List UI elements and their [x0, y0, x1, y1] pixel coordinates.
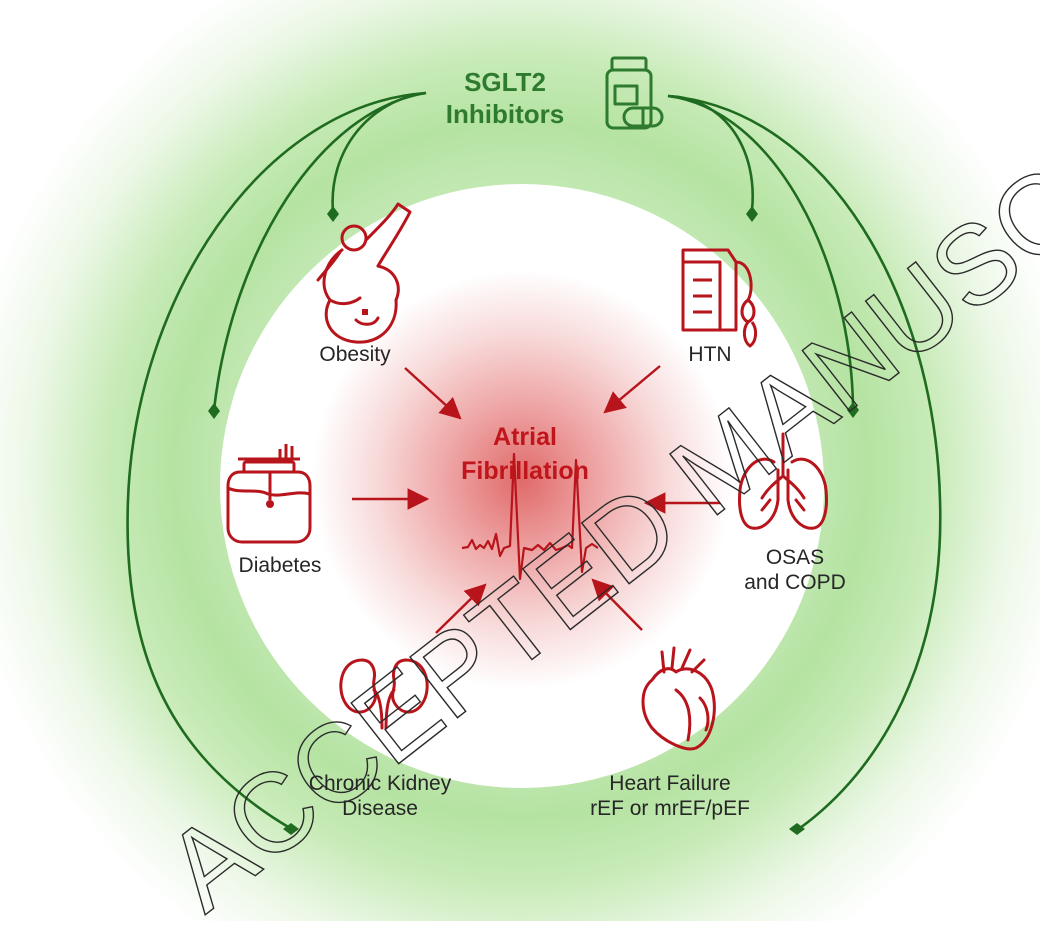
arrow-htn-af — [603, 365, 661, 414]
arrow-to-hf — [667, 94, 942, 830]
pill-bottle-icon — [605, 56, 664, 130]
af-line2: Fibrillation — [461, 457, 589, 485]
obesity-body-icon — [316, 202, 412, 344]
blood-pressure-monitor-icon — [681, 248, 758, 348]
label-ckd: Chronic Kidney Disease — [308, 772, 452, 820]
label-heart-failure: Heart Failure rEF or mrEF/pEF — [590, 772, 750, 820]
af-title: Atrial Fibrillation — [430, 420, 620, 488]
label-diabetes: Diabetes — [238, 554, 322, 577]
center-glow — [312, 272, 732, 692]
arrow-ckd-af — [435, 583, 487, 634]
af-line1: Atrial — [493, 423, 557, 451]
arrow-obesity-af — [404, 367, 462, 420]
arrow-to-diabetes — [212, 91, 427, 411]
sglt2-arrowheads-right — [746, 206, 859, 835]
label-htn: HTN — [688, 343, 732, 366]
arrow-to-ckd — [126, 91, 427, 830]
sglt2-arrows-left — [126, 91, 427, 830]
sglt2-arrows-right — [667, 94, 942, 830]
red-arrows — [352, 365, 720, 634]
label-obesity: Obesity — [319, 343, 391, 366]
sglt2-arrowheads-left — [208, 206, 339, 835]
lungs-icon — [738, 432, 828, 530]
honey-jar-icon — [226, 444, 312, 544]
sglt2-line1: SGLT2 — [464, 67, 546, 97]
kidneys-icon — [339, 658, 429, 730]
sglt2-title: SGLT2 Inhibitors — [420, 66, 590, 130]
label-osas-copd: OSAS and COPD — [744, 546, 846, 594]
ecg-waveform-icon — [461, 452, 599, 581]
sglt2-line2: Inhibitors — [445, 99, 565, 129]
arrow-hf-af — [591, 578, 643, 631]
arrow-to-osas — [667, 94, 855, 406]
heart-icon — [641, 646, 716, 751]
